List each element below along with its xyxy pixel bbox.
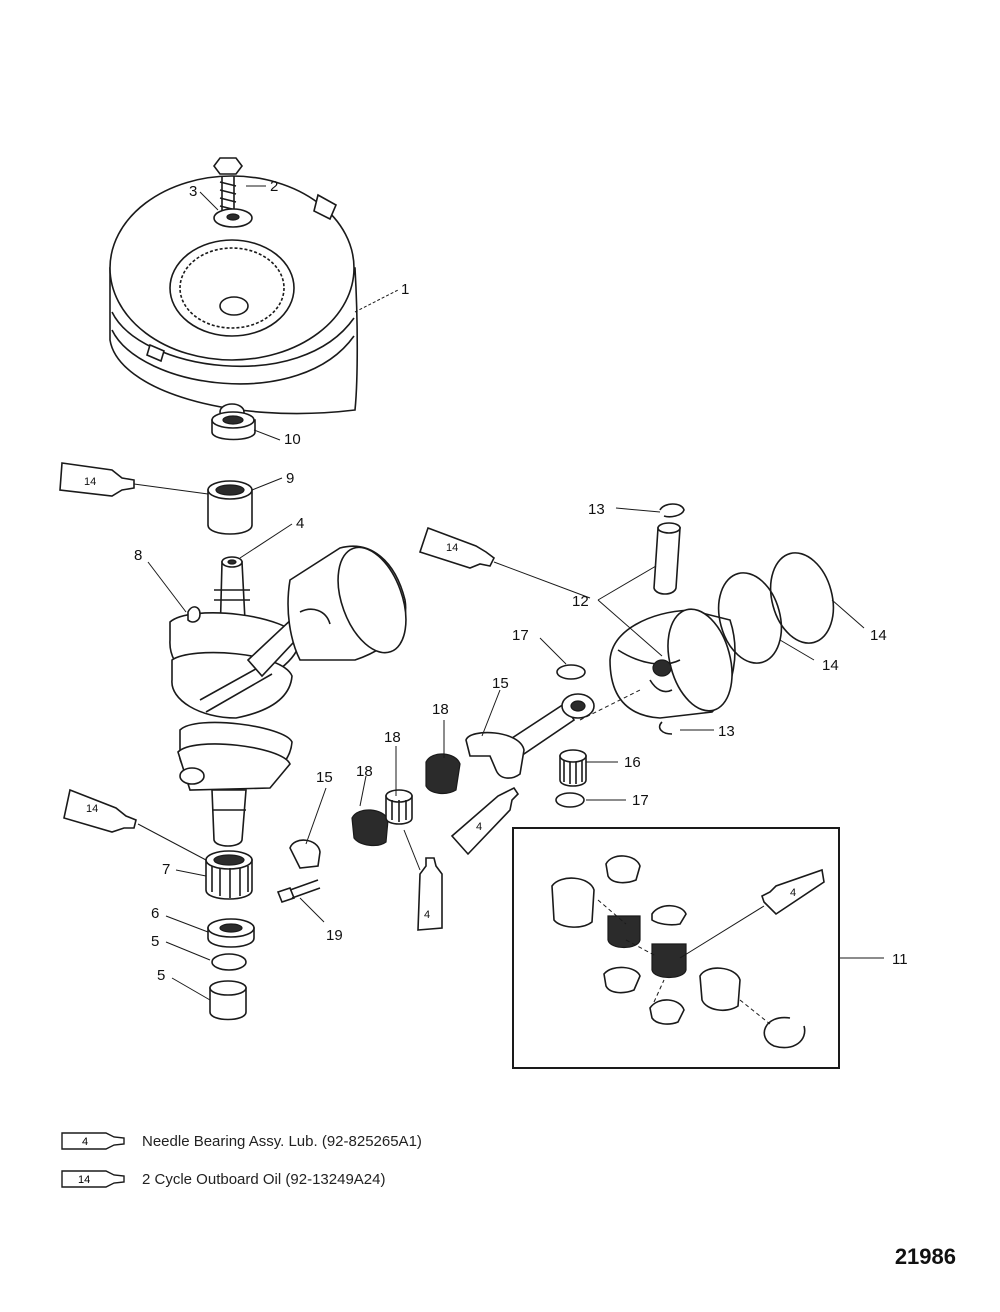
lubricant-tube-14-right: 14	[418, 526, 496, 569]
svg-text:4: 4	[82, 1136, 88, 1148]
bearing-half-left	[351, 809, 389, 847]
lubricant-tube-4-rod: 4	[450, 786, 520, 856]
callout-4: 4	[296, 515, 304, 532]
lubricant-tube-icon: 14	[61, 1170, 125, 1188]
callout-17-lower: 17	[632, 792, 649, 809]
svg-text:14: 14	[86, 803, 98, 815]
lubricant-tube-14-lower: 14	[63, 788, 137, 833]
callout-5-sleeve: 5	[157, 967, 165, 984]
callout-16: 16	[624, 754, 641, 771]
callout-6: 6	[151, 905, 159, 922]
retaining-ring	[211, 953, 247, 971]
figure-number: 21986	[894, 1244, 956, 1269]
callout-12: 12	[572, 593, 589, 610]
callout-15-cap: 15	[316, 769, 333, 786]
piston-ring-inner	[717, 572, 783, 664]
legend-label: 2 Cycle Outboard Oil (92-13249A24)	[142, 1170, 386, 1188]
svg-text:14: 14	[78, 1174, 90, 1186]
callout-15-rod: 15	[492, 675, 509, 692]
lubricant-tube-icon: 4	[61, 1132, 125, 1150]
upper-needle-bearing	[207, 480, 253, 535]
bearing-kit-box	[512, 827, 840, 1069]
leader-lines	[133, 185, 884, 1025]
lubricant-tube-14-upper: 14	[59, 462, 135, 497]
callout-14-inner: 14	[822, 657, 839, 674]
flywheel-washer	[213, 208, 253, 228]
callout-18-cage: 18	[384, 729, 401, 746]
callout-9: 9	[286, 470, 294, 487]
piston-pin-lock-lower	[658, 721, 673, 735]
svg-text:14: 14	[446, 542, 458, 554]
callout-11: 11	[892, 951, 908, 968]
piston-pin-needle-bearing	[559, 749, 587, 787]
callout-1: 1	[401, 281, 409, 298]
piston-ring-outer	[769, 552, 835, 644]
lower-needle-bearing	[205, 850, 253, 900]
callout-13-lower: 13	[718, 723, 735, 740]
callout-14-outer: 14	[870, 627, 887, 644]
callout-13-upper: 13	[588, 501, 605, 518]
woodruff-key	[187, 606, 201, 623]
bearing-half-right	[425, 753, 461, 795]
rod-cap-screw	[276, 879, 321, 903]
callout-2: 2	[270, 178, 278, 195]
callout-7: 7	[162, 861, 170, 878]
lubricant-tube-4-center: 4	[417, 857, 443, 931]
bearing-kit-parts	[551, 855, 806, 1049]
callout-19: 19	[326, 927, 343, 944]
lower-seal	[207, 918, 255, 948]
callout-numbers: 2 3 1 10 9 4 8 13 12 14 14 17 15 18 13 1…	[134, 178, 908, 984]
callout-10: 10	[284, 431, 301, 448]
flywheel	[109, 175, 359, 421]
assembled-piston-rod	[246, 545, 407, 678]
callout-8: 8	[134, 547, 142, 564]
crankpin-needle-bearing	[385, 789, 413, 825]
legend-item-needle-bearing-lube: 4 Needle Bearing Assy. Lub. (92-825265A1…	[60, 1128, 422, 1154]
svg-text:14: 14	[84, 476, 96, 488]
connecting-rod	[465, 693, 595, 779]
thrust-washer-lower	[555, 792, 585, 808]
svg-text:4: 4	[424, 909, 430, 921]
rod-cap	[289, 839, 321, 869]
lower-sleeve	[209, 980, 247, 1021]
piston-pin	[653, 522, 681, 595]
piston	[609, 608, 736, 719]
callout-18-left: 18	[356, 763, 373, 780]
callout-5-ring: 5	[151, 933, 159, 950]
callout-17-upper: 17	[512, 627, 529, 644]
callout-18-right: 18	[432, 701, 449, 718]
crankshaft	[169, 556, 301, 847]
lubricant-tube-4-kit: 4	[761, 868, 825, 916]
svg-text:4: 4	[790, 887, 796, 899]
upper-seal	[211, 411, 256, 441]
legend-label: Needle Bearing Assy. Lub. (92-825265A1)	[142, 1132, 422, 1150]
callout-3: 3	[189, 183, 197, 200]
legend-item-outboard-oil: 14 2 Cycle Outboard Oil (92-13249A24)	[60, 1166, 385, 1192]
svg-text:4: 4	[476, 821, 482, 833]
piston-pin-lock-upper	[659, 503, 685, 518]
thrust-washer-upper	[556, 664, 586, 680]
